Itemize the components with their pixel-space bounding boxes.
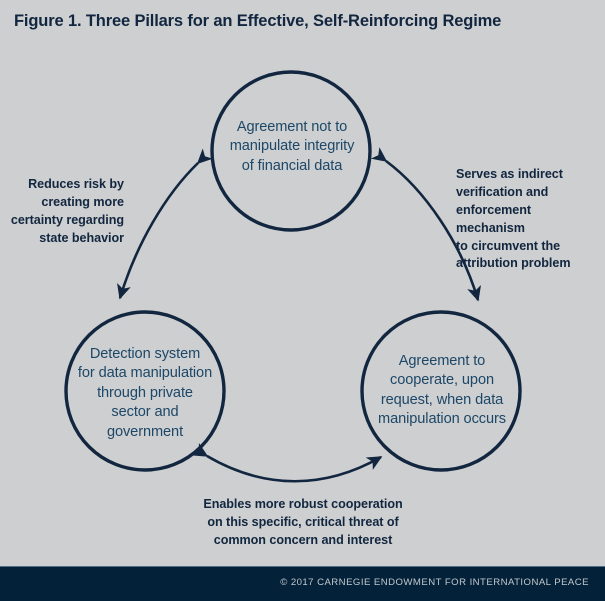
connector-arrow-left	[117, 148, 213, 300]
cycle-diagram	[64, 70, 522, 483]
node-label-top: Agreement not to manipulate integrity of…	[212, 118, 372, 176]
node-label-left-line-5: government	[106, 423, 184, 440]
connector-label-bottom-line-3: common concern and interest	[213, 532, 393, 547]
node-label-left-line-2: for data manipulation	[77, 365, 213, 382]
connector-label-left: Reduces risk by creating more certainty …	[2, 176, 124, 248]
connector-label-left-line-3: certainty regarding	[10, 212, 124, 227]
connector-label-bottom-line-2: on this specific, critical threat of	[207, 514, 399, 529]
node-label-right: Agreement to cooperate, upon request, wh…	[362, 352, 522, 430]
connector-label-left-line-2: creating more	[41, 194, 124, 209]
connector-label-left-line-1: Reduces risk by	[28, 177, 124, 191]
connector-label-bottom: Enables more robust cooperation on this …	[152, 496, 454, 550]
node-circle-left	[64, 310, 226, 472]
page-title: Figure 1. Three Pillars for an Effective…	[14, 12, 502, 30]
connector-arrow-right	[370, 147, 481, 302]
node-label-left-line-3: through private	[97, 384, 193, 401]
copyright-credit: © 2017 CARNEGIE ENDOWMENT FOR INTERNATIO…	[280, 577, 589, 588]
connector-label-right-line-5: attribution problem	[456, 256, 571, 271]
node-label-top-line-3: of financial data	[241, 157, 343, 174]
node-label-left-line-4: sector and	[111, 404, 179, 421]
connector-arrow-bottom	[191, 442, 383, 483]
node-label-right-line-2: cooperate, upon	[390, 372, 494, 389]
node-label-right-line-1: Agreement to	[398, 353, 486, 369]
footer-bar: © 2017 CARNEGIE ENDOWMENT FOR INTERNATIO…	[0, 566, 605, 601]
node-circle-right	[360, 310, 522, 472]
connector-label-right-line-4: to circumvent the	[456, 238, 561, 253]
node-label-right-line-3: request, when data	[380, 391, 504, 408]
node-label-top-line-2: manipulate integrity	[229, 138, 355, 155]
connector-label-right-line-1: Serves as indirect	[456, 167, 563, 181]
node-label-right-line-4: manipulation occurs	[378, 411, 506, 428]
connector-label-right: Serves as indirect verification and enfo…	[456, 166, 598, 273]
connector-label-right-line-2: verification and	[456, 184, 549, 199]
node-label-top-line-1: Agreement not to	[236, 119, 348, 135]
connector-label-left-line-4: state behavior	[39, 230, 124, 245]
connector-label-right-line-3: enforcement mechanism	[456, 202, 532, 235]
node-label-left-line-1: Detection system	[89, 346, 201, 362]
node-label-left: Detection system for data manipulation t…	[64, 345, 226, 442]
connector-label-bottom-line-1: Enables more robust cooperation	[203, 497, 403, 511]
